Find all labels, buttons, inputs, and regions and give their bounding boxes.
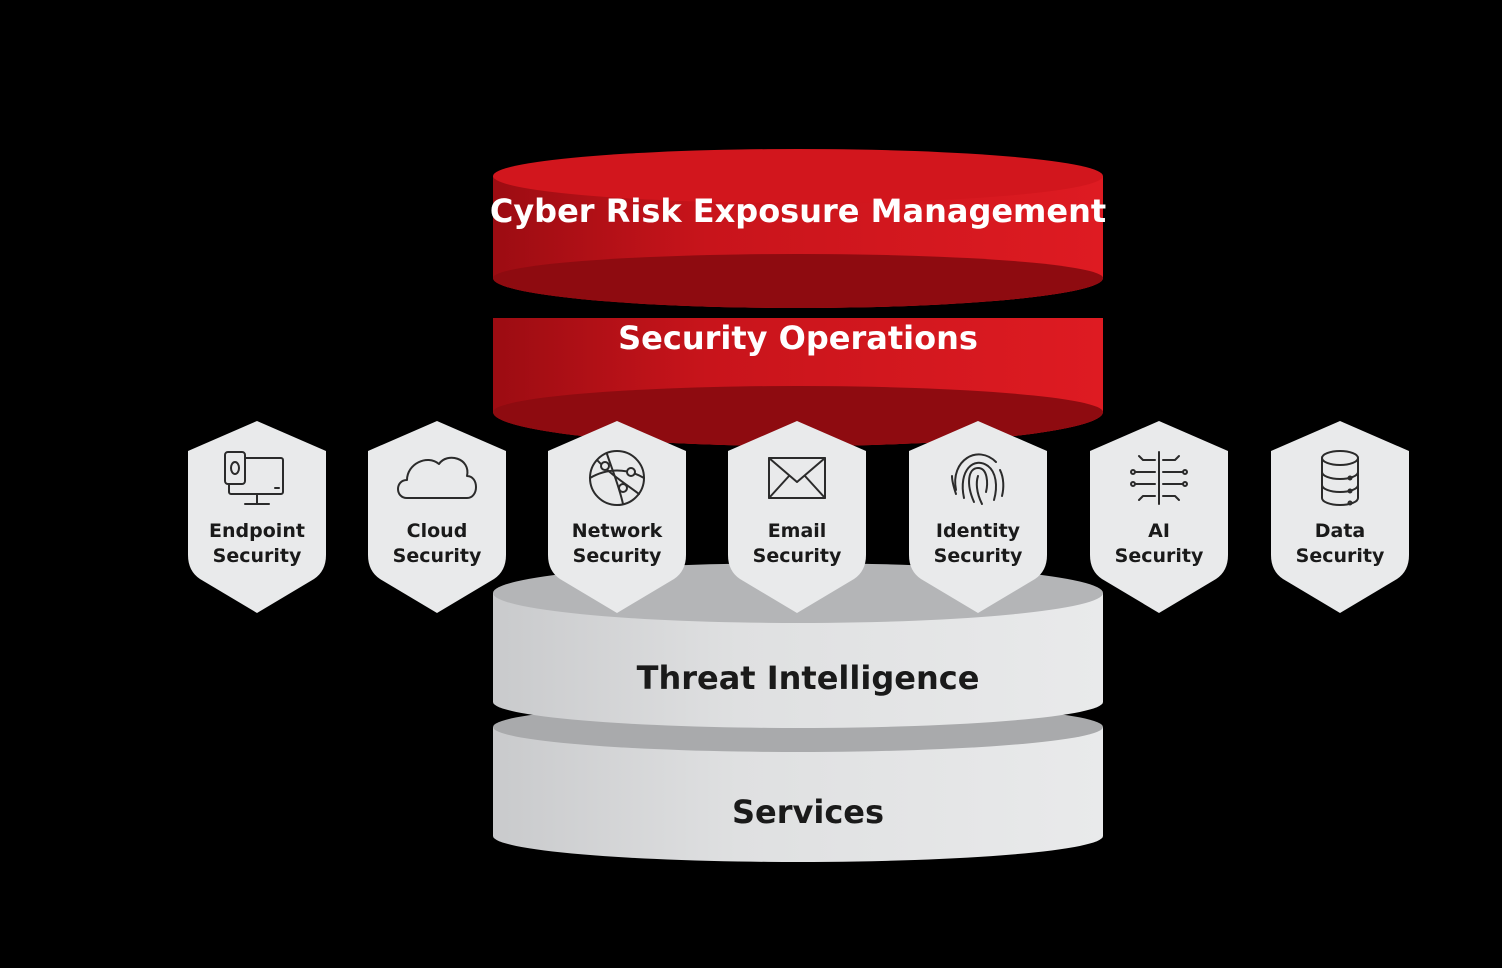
shield-cloud-shape bbox=[368, 421, 506, 613]
shield-cloud-label-line2: Security bbox=[393, 545, 482, 567]
shield-identity-label-line1: Identity bbox=[936, 520, 1021, 542]
envelope-icon bbox=[768, 457, 826, 499]
shield-endpoint-label-line2: Security bbox=[213, 545, 302, 567]
shield-email-shape bbox=[728, 421, 866, 613]
circuit-chip-icon bbox=[1130, 451, 1188, 505]
cloud-icon bbox=[397, 456, 477, 499]
shield-cloud-label-line1: Cloud bbox=[407, 520, 468, 542]
shield-data-label-line2: Security bbox=[1296, 545, 1385, 567]
layer-cyber-risk-exposure-label: Cyber Risk Exposure Management bbox=[490, 192, 1106, 230]
shield-network-shape bbox=[548, 421, 686, 613]
shield-endpoint-label-line1: Endpoint bbox=[209, 520, 305, 542]
layer-cyber-risk-exposure: Cyber Risk Exposure Management bbox=[490, 149, 1106, 308]
database-icon bbox=[1321, 450, 1359, 506]
shield-data-label-line1: Data bbox=[1315, 520, 1366, 542]
layer-services-label: Services bbox=[732, 793, 884, 831]
shield-identity-label-line2: Security bbox=[934, 545, 1023, 567]
shield-ai-label-line2: Security bbox=[1115, 545, 1204, 567]
shield-identity-shape bbox=[909, 421, 1047, 613]
fingerprint-icon bbox=[951, 453, 1005, 505]
layer-security-operations-label: Security Operations bbox=[618, 319, 978, 357]
shield-ai-label-line1: AI bbox=[1148, 520, 1170, 542]
shield-ai: AI Security bbox=[1090, 421, 1228, 613]
shield-data-shape bbox=[1271, 421, 1409, 613]
shield-endpoint-shape bbox=[188, 421, 326, 613]
layer-threat-intelligence-label: Threat Intelligence bbox=[637, 659, 980, 697]
shield-network-label-line1: Network bbox=[572, 520, 663, 542]
endpoint-devices-icon bbox=[224, 451, 284, 505]
shield-network-label-line2: Security bbox=[573, 545, 662, 567]
network-globe-icon bbox=[589, 450, 645, 506]
shield-email-label-line2: Security bbox=[753, 545, 842, 567]
shield-ai-shape bbox=[1090, 421, 1228, 613]
layer-security-operations: Security Operations bbox=[493, 318, 1103, 446]
shield-email-label-line1: Email bbox=[768, 520, 827, 542]
